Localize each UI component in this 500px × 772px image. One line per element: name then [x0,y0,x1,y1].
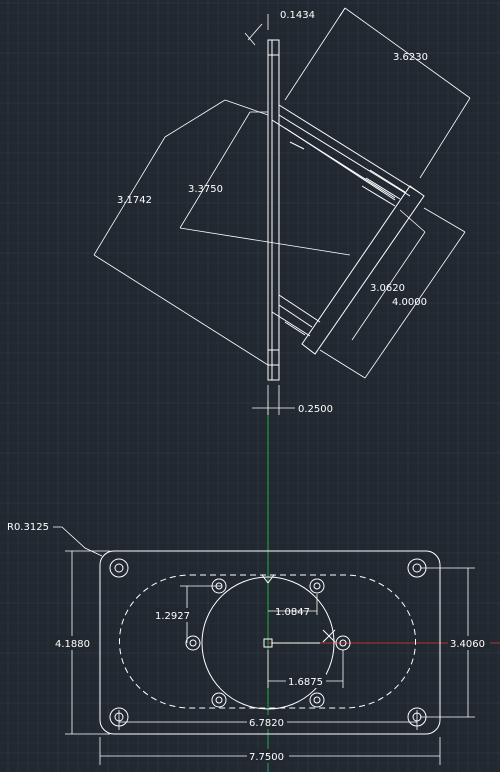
dim-label-center-offset: 1.0847 [275,607,310,618]
plan-view[interactable]: R0.3125 4.1880 1.2927 1.0847 [7,522,490,765]
dim-label-outer-flange: 4.0000 [392,297,427,308]
bore-circle [201,576,335,710]
dim-top-gap[interactable]: 0.1434 [244,10,315,46]
dim-label-corner-radius: R0.3125 [7,522,49,533]
dim-center-offset[interactable]: 1.0847 [268,594,318,618]
dim-label-inner-flange: 3.0620 [370,283,405,294]
dim-inner-width[interactable]: 6.7820 [118,710,418,730]
dim-label-plate-width: 7.7500 [249,752,284,763]
dim-wall[interactable]: 0.2500 [252,385,333,415]
dim-plate-width[interactable]: 7.7500 [99,737,441,765]
dim-outer-flange[interactable]: 4.0000 [319,207,466,379]
mounting-plate-outline [99,550,441,735]
angled-body [271,104,425,355]
dim-label-bolt-pitch: 1.6875 [288,677,323,688]
dim-label-slot-height: 3.4060 [450,639,485,650]
dim-label-plate-height: 4.1880 [55,639,90,650]
slot-outline [118,574,417,709]
dim-bolt-pitch[interactable]: 1.6875 [267,650,344,688]
dim-corner-radius[interactable]: R0.3125 [7,522,103,557]
dim-inner-flange[interactable]: 3.0620 [351,209,426,341]
dim-label-wall: 0.2500 [298,404,333,415]
ucs-cross-icon [322,629,336,643]
side-view[interactable]: 0.1434 3.6230 3.1742 3.3750 [93,7,471,415]
dim-label-bolt-offset: 1.2927 [155,611,190,622]
dim-left-inner[interactable]: 3.3750 [179,111,351,256]
y-marker-icon [261,574,275,584]
dim-slot-height[interactable]: 3.4060 [420,567,490,718]
dim-left-outer[interactable]: 3.1742 [93,99,269,366]
dim-label-left-inner: 3.3750 [188,184,223,195]
dim-label-top-gap: 0.1434 [280,10,315,21]
dim-label-left-outer: 3.1742 [117,195,152,206]
dim-diag-long[interactable]: 3.6230 [284,7,471,179]
throttle-bolt-holes [185,578,351,708]
dim-bolt-offset[interactable]: 1.2927 [153,585,222,643]
dim-label-inner-width: 6.7820 [249,718,284,729]
dim-label-diag-long: 3.6230 [393,52,428,63]
dim-plate-height[interactable]: 4.1880 [52,550,110,735]
side-plate [267,39,280,381]
